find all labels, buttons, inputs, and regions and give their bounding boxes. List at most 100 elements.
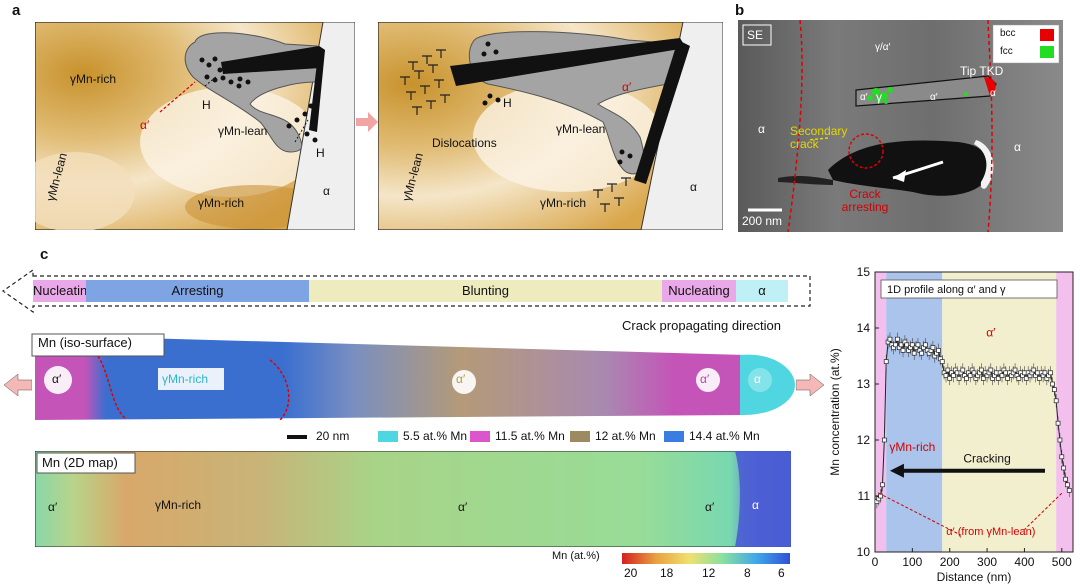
c-colorbar-title: Mn (at.%) <box>552 550 600 562</box>
a-right-gamma-lean-mid: γMn-lean <box>556 122 606 136</box>
data-point <box>880 482 885 488</box>
a-left-alpha: α <box>323 184 330 198</box>
data-point <box>960 367 966 373</box>
data-point <box>979 367 984 373</box>
c-left-pink-arrow <box>4 374 32 396</box>
data-point <box>910 342 915 348</box>
chart-region <box>1056 272 1073 552</box>
data-point <box>881 437 887 443</box>
x-tick-label: 400 <box>1014 555 1034 569</box>
a-left-h2: H <box>316 146 325 160</box>
c-map-alpha-prime-right: α′ <box>705 500 715 514</box>
b-legend-fcc: fcc <box>1000 46 1013 57</box>
b-crack-arresting: Crack arresting <box>841 187 889 214</box>
c-iso-alpha-prime-mid: α′ <box>456 372 466 386</box>
data-point <box>1051 387 1057 392</box>
data-point <box>1063 476 1068 482</box>
panel-a-arrow <box>356 112 378 132</box>
a-left-alpha-prime: α′ <box>140 118 150 132</box>
data-point <box>1061 465 1067 471</box>
c-legend-swatch <box>570 431 590 443</box>
c-legend-swatch <box>664 431 684 443</box>
c-iso-alpha: α <box>754 372 761 386</box>
c-legend-swatch <box>470 431 490 443</box>
data-point <box>945 367 951 373</box>
y-axis-label: Mn concentration (at.%) <box>828 348 842 475</box>
x-tick-label: 300 <box>977 555 997 569</box>
x-tick-label: 100 <box>902 555 922 569</box>
c-scale-line <box>287 435 307 439</box>
c-map-label: Mn (2D map) <box>42 455 118 470</box>
c-map-alpha-prime-left: α′ <box>48 500 58 514</box>
data-point <box>923 342 928 348</box>
c-scale-label: 20 nm <box>316 429 350 443</box>
data-point <box>936 348 941 353</box>
b-gamma-box: γ <box>876 90 882 104</box>
c-map-gamma: γMn-rich <box>155 498 202 512</box>
c-colorbar-tick: 12 <box>702 566 716 580</box>
c-legend-item: 12 at.% Mn <box>570 429 656 443</box>
x-axis-label: Distance (nm) <box>937 570 1012 584</box>
y-tick-label: 14 <box>857 321 871 335</box>
c-stage-blunting: Blunting <box>309 280 662 302</box>
chart-title-box <box>880 279 1058 299</box>
c-stage-arresting: Arresting <box>86 280 309 302</box>
c-colorbar-tick: 18 <box>660 566 674 580</box>
a-right-alpha: α <box>690 180 697 194</box>
annotation-leader-right <box>1024 492 1063 530</box>
c-map-alpha-prime-mid: α′ <box>458 500 468 514</box>
x-tick-label: 0 <box>872 555 879 569</box>
b-phase-top: γ/α′ <box>875 42 891 53</box>
data-point <box>930 345 936 350</box>
c-stage-nucleating-2: Nucleating <box>662 280 736 302</box>
chart-region <box>942 272 1057 552</box>
c-crack-direction: Crack propagating direction <box>622 318 781 333</box>
b-tip-tkd: Tip TKD <box>960 64 1004 78</box>
a-left-gamma-rich-top: γMn-rich <box>70 72 117 86</box>
x-tick-label: 200 <box>940 555 960 569</box>
a-right-dislocations: Dislocations <box>432 136 497 150</box>
data-point <box>1057 437 1063 443</box>
data-point <box>1053 398 1059 404</box>
b-se: SE <box>747 28 764 42</box>
c-iso-surface <box>31 333 795 420</box>
c-legend-label: 5.5 at.% Mn <box>403 429 468 443</box>
y-tick-label: 12 <box>857 433 871 447</box>
data-point <box>1066 488 1072 493</box>
a-right-h: H <box>503 96 512 110</box>
c-iso-gamma: γMn-rich <box>162 372 209 386</box>
data-point <box>919 350 925 356</box>
data-point <box>1059 454 1065 460</box>
c-map-alpha: α <box>752 498 759 512</box>
data-point <box>1048 370 1053 376</box>
c-colorbar <box>622 553 790 564</box>
c-colorbar-tick: 20 <box>624 566 638 580</box>
b-scale-bar: 200 nm <box>742 214 783 228</box>
annotation-cracking: Cracking <box>963 451 1010 465</box>
data-point <box>900 348 906 353</box>
b-alpha-prime-box-right: α′ <box>930 92 938 103</box>
data-point <box>895 336 900 342</box>
data-point <box>887 336 893 342</box>
c-legend-label: 12 at.% Mn <box>595 429 656 443</box>
y-tick-label: 13 <box>857 377 871 391</box>
a-left-h1: H <box>202 98 211 112</box>
data-point <box>1055 420 1061 426</box>
y-tick-label: 11 <box>858 489 871 503</box>
panel-b-micrograph <box>738 20 1063 232</box>
panel-a-left-schematic <box>35 22 355 230</box>
data-point <box>915 342 921 348</box>
data-point <box>988 367 994 373</box>
c-iso-alpha-prime-left: α′ <box>52 372 62 386</box>
panel-a-letter: a <box>12 2 21 19</box>
data-point <box>1050 381 1055 387</box>
x-tick-label: 500 <box>1052 555 1072 569</box>
c-legend-label: 11.5 at.% Mn <box>495 429 565 443</box>
c-2d-map <box>35 451 791 547</box>
panel-c-letter: c <box>40 246 49 263</box>
mn-profile-chart: 1D profile along α′ and γ 0 100 200 300 400 50… <box>828 265 1074 584</box>
data-point <box>939 359 945 364</box>
c-right-pink-arrow <box>796 374 824 396</box>
chart-title: 1D profile along α′ and γ <box>887 284 1006 296</box>
data-point <box>1065 482 1070 488</box>
